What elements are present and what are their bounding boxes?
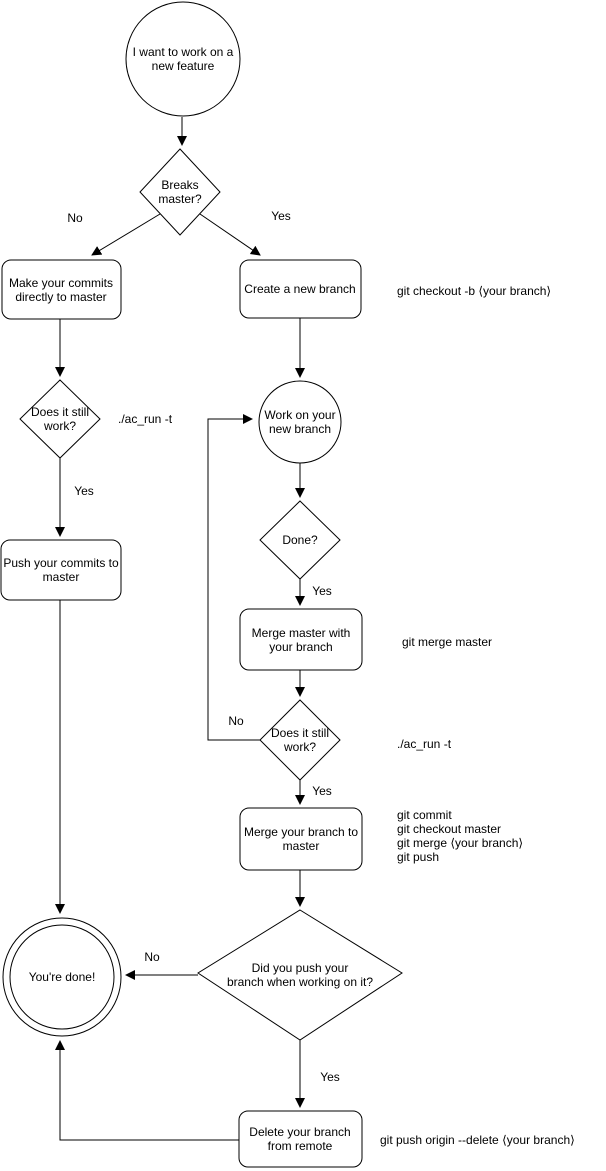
edge-label-breaks-no: No: [67, 211, 83, 225]
annotation-merge-commands: git commit git checkout master git merge…: [397, 808, 524, 864]
start-node-shape: [125, 1, 241, 117]
merge-master-label: Merge master with your branch: [251, 626, 351, 654]
did-push-diamond-shape: [197, 909, 403, 1041]
work-branch-node-shape: [258, 380, 342, 464]
merge-branch-label: Merge your branch to master: [243, 825, 359, 853]
annotation-ac-run-right: ./ac_run -t: [397, 737, 452, 751]
done-diamond-shape: [259, 500, 341, 580]
edge-label-breaks-yes: Yes: [271, 209, 291, 223]
annotation-delete-remote: git push origin --delete ⟨your branch⟩: [380, 1133, 575, 1147]
did-push-label: Did you push your branch when working on…: [226, 961, 374, 989]
annotation-ac-run-left: ./ac_run -t: [118, 412, 173, 426]
annotation-git-checkout-branch: git checkout -b ⟨your branch⟩: [397, 284, 552, 298]
breaks-master-diamond-shape: [139, 148, 221, 236]
still-work-left-label: Does it still work?: [30, 405, 90, 433]
edge-label-still-left-yes: Yes: [74, 484, 94, 498]
push-commits-label: Push your commits to master: [3, 556, 119, 584]
create-branch-label: Create a new branch: [244, 282, 356, 296]
edge-label-done-yes: Yes: [312, 584, 332, 598]
edge-breaks-no-to-make-commits: [91, 213, 161, 256]
still-work-right-label: Does it still work?: [270, 726, 330, 754]
edge-label-did-push-no: No: [144, 950, 160, 964]
merge-master-box-shape: [239, 608, 363, 671]
edge-delete-branch-loop-to-youre-done: [55, 1040, 239, 1141]
make-commits-label: Make your commits directly to master: [8, 276, 114, 304]
work-branch-label: Work on your new branch: [264, 408, 336, 436]
delete-branch-label: Delete your branch from remote: [249, 1125, 351, 1153]
youre-done-label: You're done!: [28, 970, 96, 984]
edge-breaks-yes-to-create-branch: [199, 213, 261, 256]
create-branch-box-shape: [239, 259, 362, 319]
edge-label-did-push-yes: Yes: [320, 1070, 340, 1084]
breaks-master-label: Breaks master?: [158, 178, 202, 206]
edge-label-still-right-no: No: [228, 714, 244, 728]
edge-label-still-right-yes: Yes: [312, 784, 332, 798]
still-work-right-diamond-shape: [259, 699, 341, 781]
merge-branch-box-shape: [239, 807, 363, 871]
youre-done-inner-circle-shape: [9, 924, 115, 1030]
edge-still-work-no-loop-to-work-branch: [207, 414, 260, 741]
delete-branch-box-shape: [238, 1110, 363, 1168]
still-work-left-diamond-shape: [19, 379, 101, 459]
done-label: Done?: [282, 533, 318, 547]
push-commits-box-shape: [0, 539, 122, 601]
start-node-label: I want to work on a new feature: [132, 45, 234, 73]
annotation-git-merge-master: git merge master: [402, 635, 493, 649]
make-commits-box-shape: [1, 259, 122, 320]
